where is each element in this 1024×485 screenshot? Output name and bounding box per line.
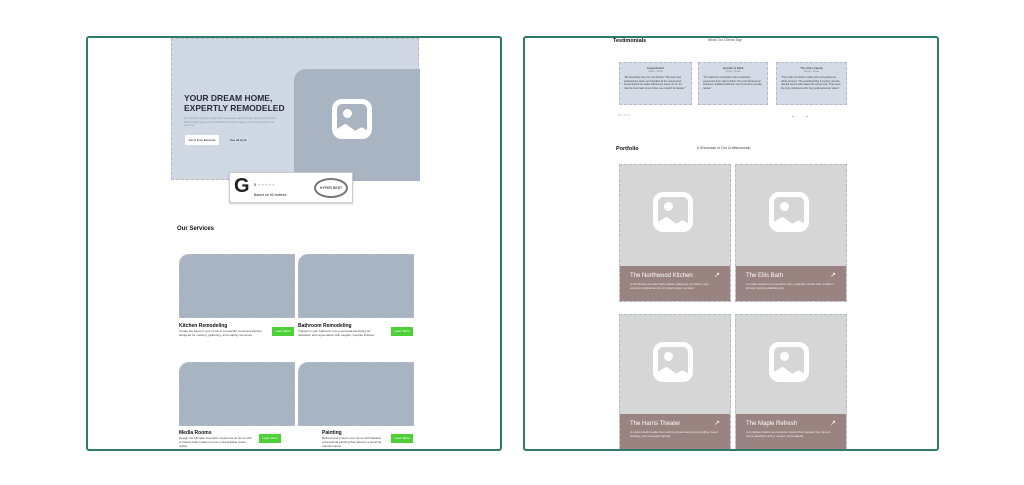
testimonial-location: Austin, Texas [725,70,741,73]
arrow-up-right-icon: ↗ [830,272,836,279]
portfolio-card-title: The Maple Refresh [746,421,798,427]
service-desc: Design the ultimate cinematic experience… [179,436,252,448]
portfolio-card-title: The Ellis Bath [746,273,784,279]
hero-title-line: EXPERTLY REMODELED [184,103,285,113]
image-placeholder-icon [769,192,809,232]
testimonial-name: The Chen Family [800,66,823,70]
testimonial-location: Austin, Texas [804,70,819,73]
testimonial-card: Cayla Robert Austin, Texas "We absolutel… [619,62,692,105]
service-image [179,362,295,426]
review-count-value: 90 reviews [269,193,287,197]
award-badge-icon: HYPER BEST [314,178,348,198]
reviews-card: G 5 ★★★★★ Based on 90 reviews HYPER BEST [229,172,353,203]
portfolio-title: Portfolio [616,146,639,152]
arrow-up-right-icon: ↗ [714,420,720,427]
see-work-link[interactable]: See all work [230,138,247,142]
learn-more-button[interactable]: Learn More [272,327,294,336]
portfolio-card-desc: A master bathroom renovation into a spa-… [746,282,834,290]
image-placeholder-icon [769,342,809,382]
learn-more-button[interactable]: Learn More [391,327,413,336]
service-desc: Create the heart of your home in a beaut… [179,329,262,337]
testimonial-quote: "We absolutely love our new kitchen! The… [624,76,686,90]
service-title: Bathroom Remodeling [298,323,352,329]
portfolio-card-desc: A full kitchen remodel with custom cabin… [630,282,709,290]
portfolio-card-desc: A complete interior and exterior repaint… [746,430,831,438]
stars-icon: ★★★★★ [257,182,276,187]
service-desc: Transform your bathroom into a personal … [298,329,375,337]
portfolio-card[interactable]: The Maple Refresh A complete interior and… [735,314,847,449]
portfolio-card[interactable]: The Northwood Kitchen A full kitchen remo… [619,164,731,302]
portfolio-card-desc: A custom-built media room with professio… [630,430,718,438]
arrow-up-right-icon: ↗ [830,420,836,427]
service-title: Kitchen Remodeling [179,323,228,329]
rating: 5 ★★★★★ [254,182,275,187]
testimonial-card: The Chen Family Austin, Texas "They took… [776,62,847,105]
rating-value: 5 [254,182,257,187]
service-image [298,362,414,426]
portfolio-card[interactable]: The Ellis Bath A master bathroom renovati… [735,164,847,302]
hero-title: YOUR DREAM HOME,EXPERTLY REMODELED [184,93,285,113]
review-text: Based on [254,193,269,197]
left-page-preview: YOUR DREAM HOME,EXPERTLY REMODELED We tr… [86,36,502,451]
image-placeholder-icon [653,192,693,232]
arrow-up-right-icon: ↗ [714,272,720,279]
right-page-preview: Testimonials What Our Clients Say Cayla … [523,36,939,451]
service-desc: Refresh and protect your home with flawl… [322,436,382,448]
service-title: Painting [322,430,342,436]
testimonial-card: Jennifer & Mark Austin, Texas "The bathr… [698,62,768,105]
testimonial-name: Jennifer & Mark [722,66,744,70]
learn-more-button[interactable]: Learn More [259,434,281,443]
hero-image [294,69,420,181]
google-logo-icon: G [234,175,250,197]
free-estimate-button[interactable]: Get A Free Estimate [185,135,219,145]
next-arrow-button[interactable]: → [804,113,809,119]
testimonial-location: Austin, Texas [648,70,663,73]
pagination-dots-icon[interactable]: ▭ ○○○ [618,112,631,117]
hero-section: YOUR DREAM HOME,EXPERTLY REMODELED We tr… [171,38,420,181]
service-title: Media Rooms [179,430,212,436]
services-title: Our Services [177,226,215,232]
hero-title-line: YOUR DREAM HOME, [184,93,273,103]
service-image [179,254,295,318]
portfolio-card[interactable]: The Harris Theater A custom-built media r… [619,314,731,449]
prev-arrow-button[interactable]: ← [791,113,796,119]
image-placeholder-icon [332,99,372,139]
image-placeholder-icon [653,342,693,382]
service-image [298,254,414,318]
learn-more-button[interactable]: Learn More [391,434,413,443]
testimonials-subtitle: What Our Clients Say [708,38,742,42]
testimonial-quote: "The bathroom renovation was a seamless … [703,76,762,90]
portfolio-card-title: The Harris Theater [630,421,681,427]
testimonials-title: Testimonials [613,38,647,44]
portfolio-card-title: The Northwood Kitchen [630,273,693,279]
testimonial-quote: "They took our dream media room and guid… [781,76,841,90]
testimonial-name: Cayla Robert [646,66,665,70]
portfolio-subtitle: A Showcase of Our Craftsmanship [697,146,751,150]
review-count: Based on 90 reviews [254,193,287,198]
hero-body: We transform ordinary houses with except… [184,117,277,127]
